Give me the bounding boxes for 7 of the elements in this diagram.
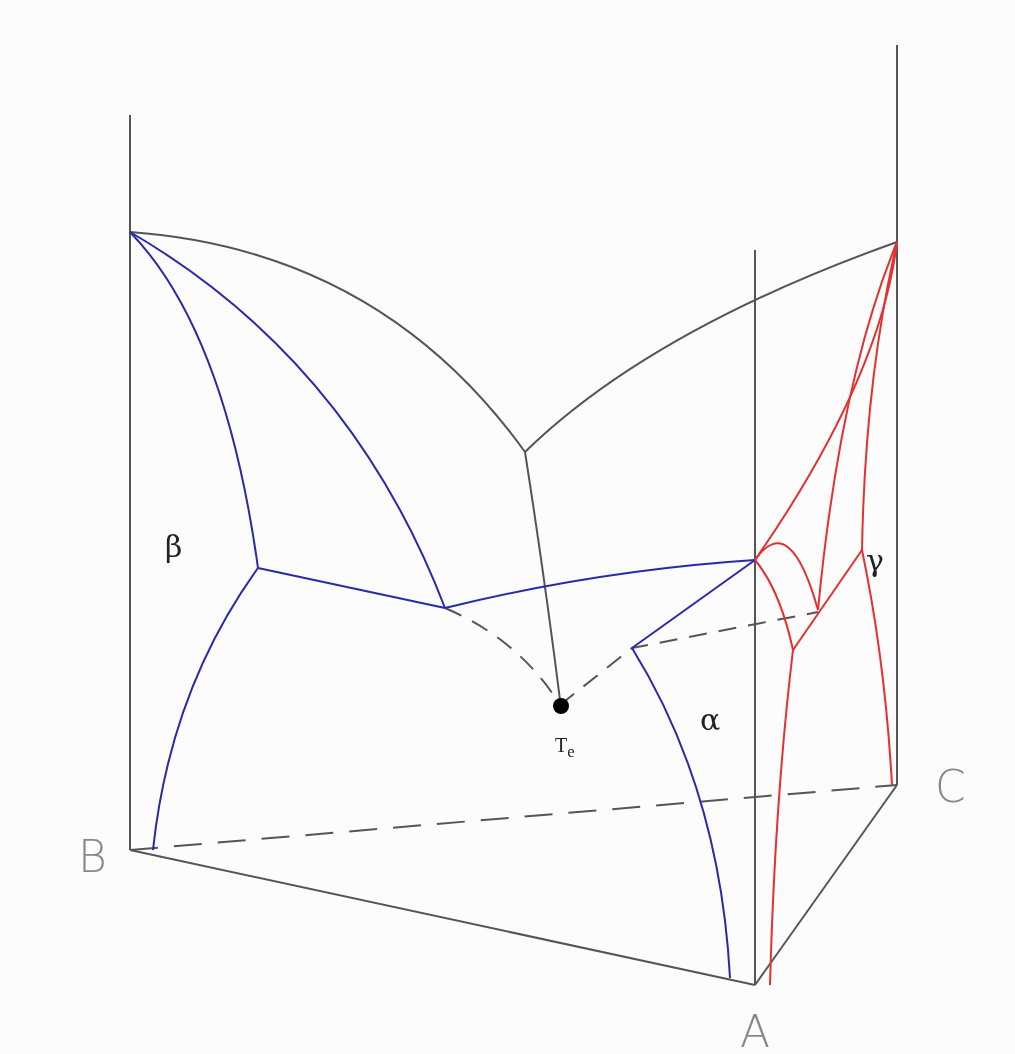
axis-label: B: [78, 835, 107, 879]
greek-letter-label: α: [700, 705, 721, 735]
axis-label: C: [935, 765, 966, 809]
greek-letter-label: γ: [866, 546, 884, 576]
greek-letter-label: β: [165, 532, 183, 562]
axis-label: A: [740, 1010, 771, 1054]
point-label: T$_{e}$: [555, 735, 575, 761]
